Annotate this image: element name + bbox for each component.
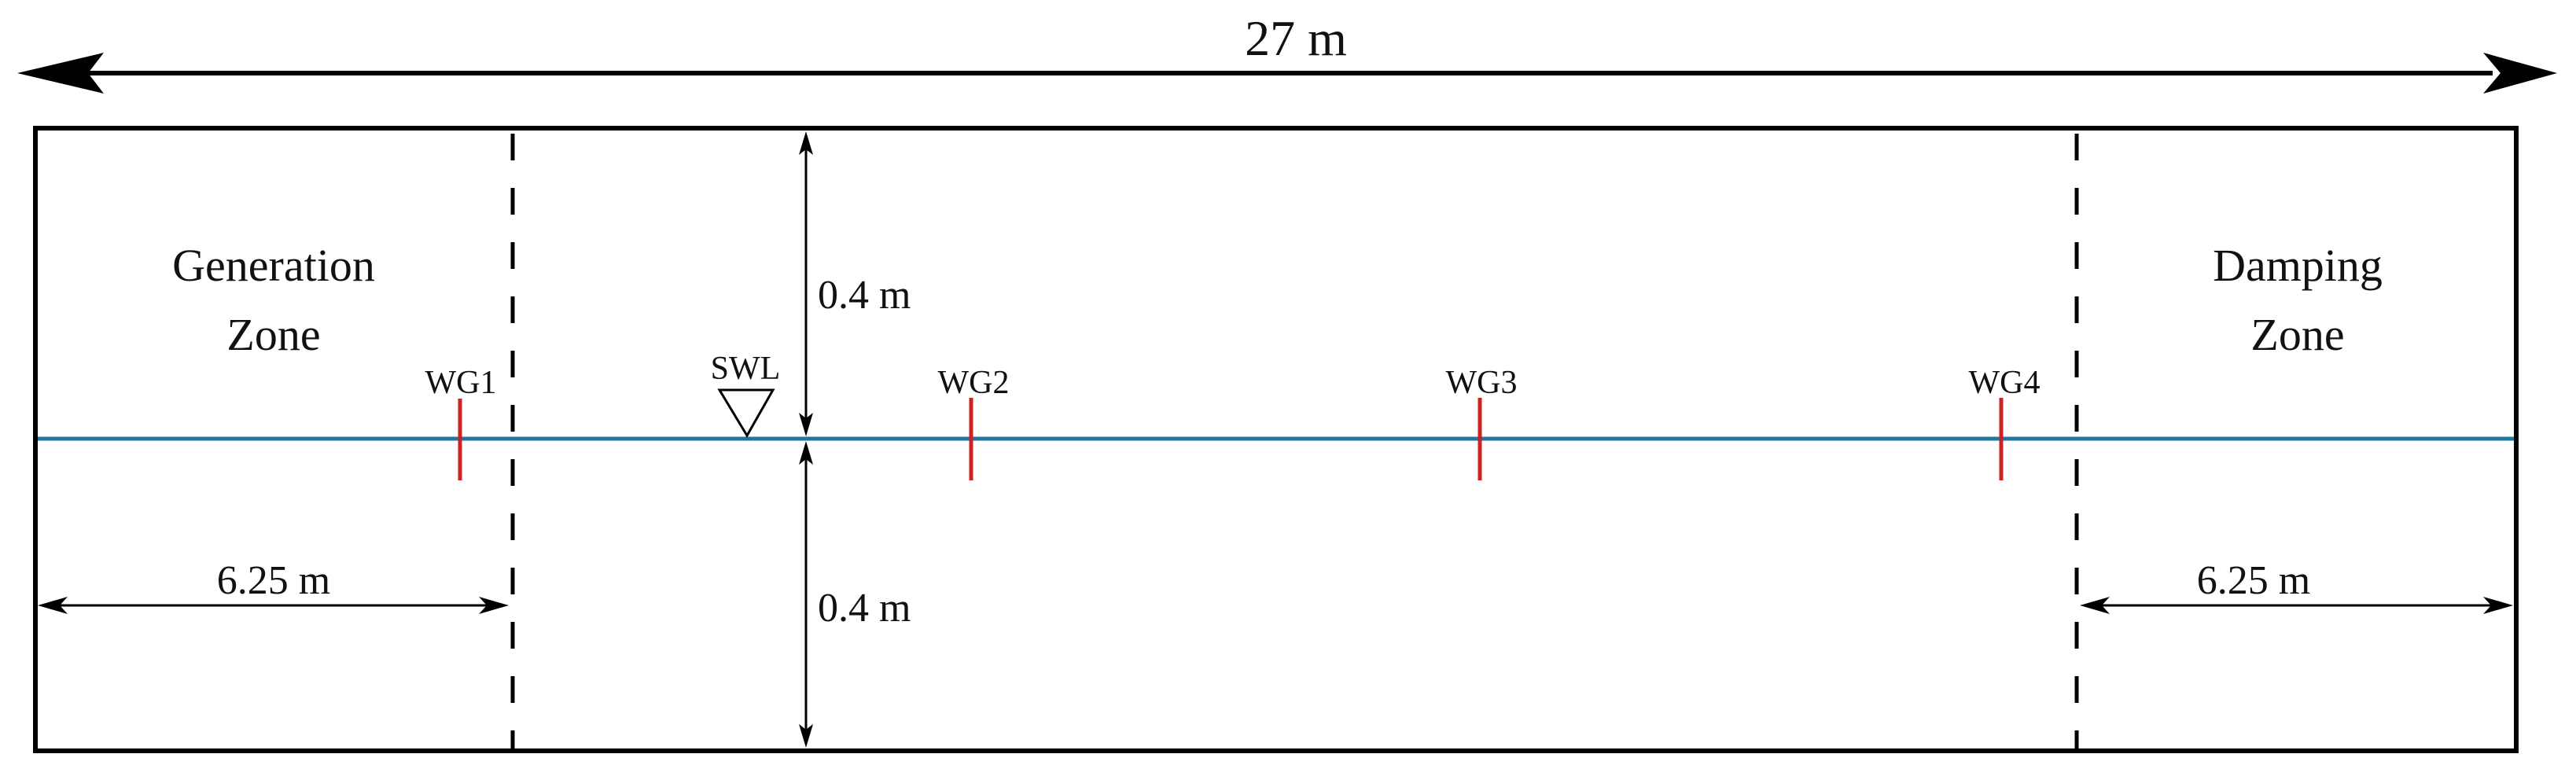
water-depth-dimension: 0.4 m [799,441,911,748]
wave-gauge-label: WG2 [938,365,1010,401]
arrow-right-icon [2483,53,2557,94]
air-height-dimension: 0.4 m [799,131,911,436]
wave-gauge-wg2: WG2 [938,365,1010,480]
overall-length-label: 27 m [1245,10,1347,66]
wave-gauge-label: WG1 [425,365,497,401]
arrow-right-icon [479,597,509,614]
arrow-left-icon [38,597,68,614]
generation-zone-label-line2: Zone [226,309,320,360]
flume-outline [33,126,2519,753]
generation-zone-width-label: 6.25 m [217,558,330,603]
arrow-up-icon [799,441,813,465]
wave-gauge-label: WG4 [1969,365,2041,401]
damping-zone-width-label: 6.25 m [2197,558,2310,603]
water-depth-label: 0.4 m [818,586,911,631]
arrow-left-icon [2080,597,2110,614]
damping-zone-label-line2: Zone [2250,309,2344,360]
air-height-label: 0.4 m [818,273,911,318]
arrow-right-icon [2483,597,2513,614]
arrow-down-icon [799,413,813,436]
arrow-left-icon [17,53,104,94]
wave-gauge-wg3: WG3 [1446,365,1518,480]
swl-marker: SWL [711,351,781,438]
swl-triangle-icon [717,388,775,438]
overall-length-dimension: 27 m [17,10,2557,94]
generation-zone-width-dimension: 6.25 m [38,558,509,614]
damping-zone-label-line1: Damping [2213,240,2383,291]
generation-zone-label-line1: Generation [172,240,375,291]
arrow-down-icon [799,724,813,748]
wave-gauge-label: WG3 [1446,365,1518,401]
swl-label: SWL [711,351,781,387]
arrow-up-icon [799,131,813,155]
wave-gauge-wg4: WG4 [1969,365,2041,480]
wave-gauge-wg1: WG1 [425,365,497,480]
damping-zone-width-dimension: 6.25 m [2080,558,2513,614]
